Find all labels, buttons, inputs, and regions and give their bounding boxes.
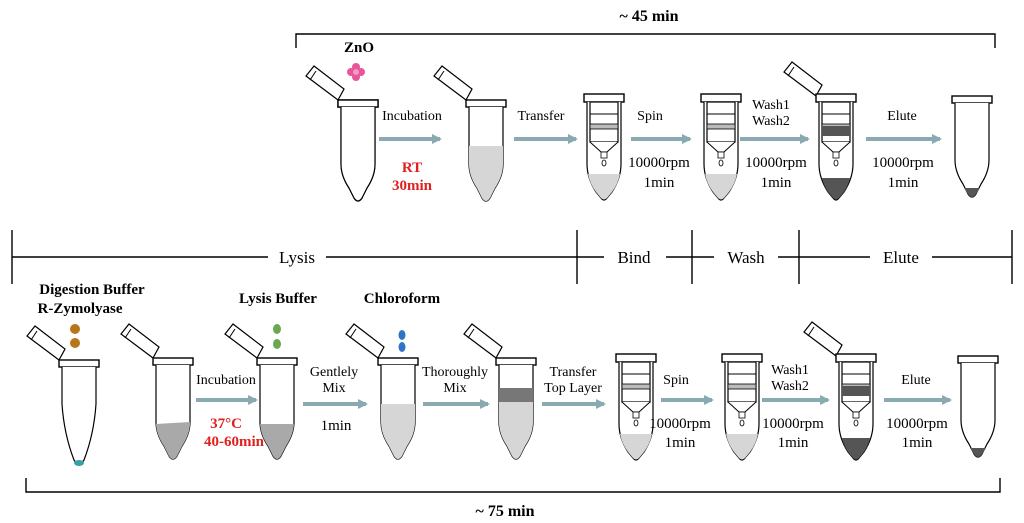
bottom-wash-column (803, 321, 877, 461)
bottom-step6-label2: Wash2 (771, 379, 809, 394)
chloroform-dot-icon (398, 342, 406, 352)
top-spin-column-1 (583, 93, 625, 201)
digestion-dot-icon (70, 338, 80, 348)
bottom-step5-cond2: 1min (665, 435, 696, 451)
top-step3-cond2: 1min (644, 175, 675, 191)
top-step5-cond1: 10000rpm (872, 155, 934, 171)
top-step2-label: Transfer (518, 109, 565, 124)
bottom-tube-digestion (26, 325, 100, 466)
bottom-step7-label: Elute (901, 373, 931, 388)
top-step4-label2: Wash2 (752, 114, 790, 129)
top-step1-cond1: RT (402, 160, 422, 176)
top-step1-label: Incubation (382, 109, 442, 124)
bottom-step2-cond: 1min (321, 418, 352, 434)
bottom-step2-label2: Mix (322, 381, 345, 396)
top-tube-sample (305, 65, 379, 202)
top-step4-cond1: 10000rpm (745, 155, 807, 171)
top-spin-column-2 (700, 93, 742, 201)
reagent-digestion-line2: R-Zymolyase (38, 301, 123, 317)
bottom-duration: ~ 75 min (476, 503, 535, 520)
reagent-lysis-buffer: Lysis Buffer (239, 291, 317, 307)
top-step3-cond1: 10000rpm (628, 155, 690, 171)
bottom-step3-label1: Thoroughly (422, 365, 488, 380)
bottom-tube-phases (463, 323, 537, 460)
reagent-digestion-line1: Digestion Buffer (39, 282, 145, 298)
bottom-step5-cond1: 10000rpm (649, 416, 711, 432)
bottom-final-tube (957, 355, 999, 458)
bottom-tube-mixed (345, 323, 419, 460)
top-wash-column (783, 61, 857, 201)
bottom-step3-label2: Mix (443, 381, 466, 396)
bottom-step4-label1: Transfer (550, 365, 597, 380)
top-step5-cond2: 1min (888, 175, 919, 191)
stage-wash: Wash (727, 248, 765, 267)
bottom-step4-label2: Top Layer (544, 381, 602, 396)
bottom-step1-cond1: 37°C (210, 416, 242, 432)
bottom-tube-lysis (224, 323, 298, 460)
top-step4-label1: Wash1 (752, 98, 790, 113)
bottom-step7-cond1: 10000rpm (886, 416, 948, 432)
bottom-step6-cond2: 1min (778, 435, 809, 451)
lysis-dot-icon (273, 324, 281, 334)
stage-lysis: Lysis (279, 248, 315, 267)
top-final-tube (951, 95, 993, 198)
top-bracket (295, 33, 996, 48)
top-tube-incubated (433, 65, 507, 202)
bottom-bracket (25, 478, 1001, 493)
bottom-step1-cond2: 40-60min (204, 434, 265, 450)
stage-elute: Elute (883, 248, 919, 267)
bottom-spin-column-2 (721, 353, 763, 461)
zno-particle-icon (347, 63, 365, 81)
bottom-tube-digested (120, 323, 194, 460)
top-duration: ~ 45 min (620, 8, 679, 25)
bottom-step1-label: Incubation (196, 373, 256, 388)
digestion-dot-icon (70, 324, 80, 334)
bottom-step6-label1: Wash1 (771, 363, 809, 378)
lysis-dot-icon (273, 339, 281, 349)
chloroform-dot-icon (398, 330, 406, 340)
top-step4-cond2: 1min (761, 175, 792, 191)
stage-bind: Bind (617, 248, 651, 267)
bottom-step7-cond2: 1min (902, 435, 933, 451)
top-step1-cond2: 30min (392, 178, 433, 194)
top-step3-label: Spin (637, 109, 663, 124)
bottom-step6-cond1: 10000rpm (762, 416, 824, 432)
top-step5-label: Elute (887, 109, 917, 124)
bottom-step2-label1: Gentlely (310, 365, 358, 380)
stage-bar (11, 230, 1013, 284)
bottom-step5-label: Spin (663, 373, 689, 388)
zno-label: ZnO (344, 40, 374, 56)
bottom-spin-column-1 (615, 353, 657, 461)
reagent-chloroform: Chloroform (364, 291, 441, 307)
